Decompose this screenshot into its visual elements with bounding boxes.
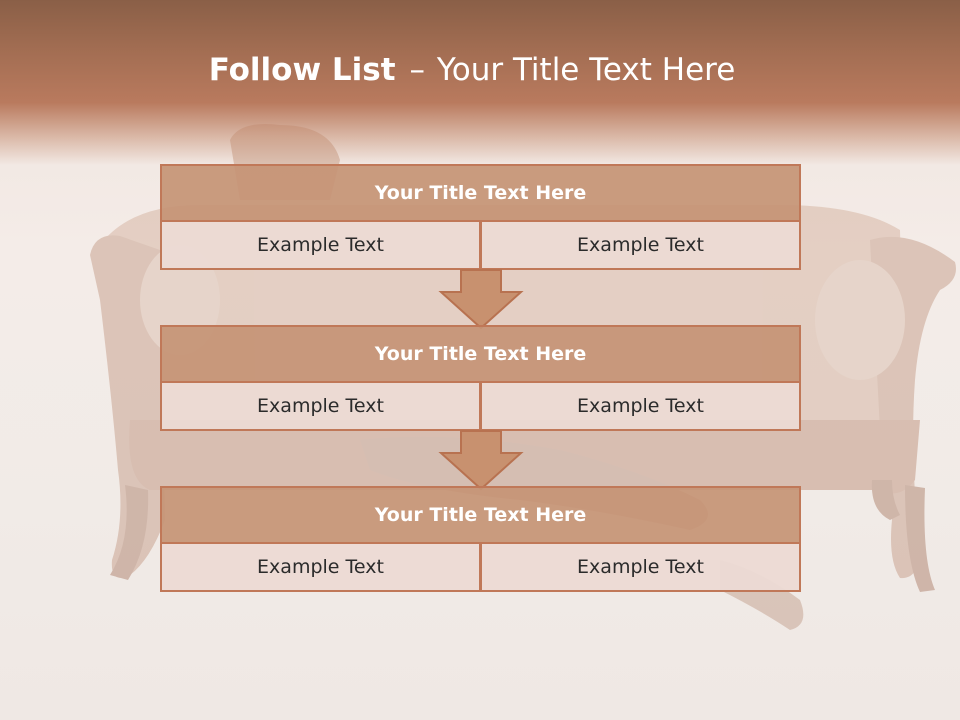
title-rest: Your Title Text Here [436, 52, 736, 88]
list-block-1: Your Title Text Here Example Text Exampl… [160, 164, 801, 270]
title-band [0, 0, 960, 165]
list-block-2: Your Title Text Here Example Text Exampl… [160, 325, 801, 431]
block-header: Your Title Text Here [160, 486, 801, 544]
block-header: Your Title Text Here [160, 325, 801, 383]
block-cell-right: Example Text [480, 381, 801, 431]
block-header: Your Title Text Here [160, 164, 801, 222]
block-cell-left: Example Text [160, 381, 481, 431]
block-cell-left: Example Text [160, 542, 481, 592]
block-cell-right: Example Text [480, 220, 801, 270]
title-dash: – [409, 52, 426, 88]
down-arrow-icon [438, 430, 524, 491]
block-cell-right: Example Text [480, 542, 801, 592]
slide-title: Follow List– Your Title Text Here [0, 52, 944, 88]
block-cell-left: Example Text [160, 220, 481, 270]
title-bold: Follow List [208, 52, 396, 88]
list-block-3: Your Title Text Here Example Text Exampl… [160, 486, 801, 592]
down-arrow-icon [438, 269, 524, 330]
